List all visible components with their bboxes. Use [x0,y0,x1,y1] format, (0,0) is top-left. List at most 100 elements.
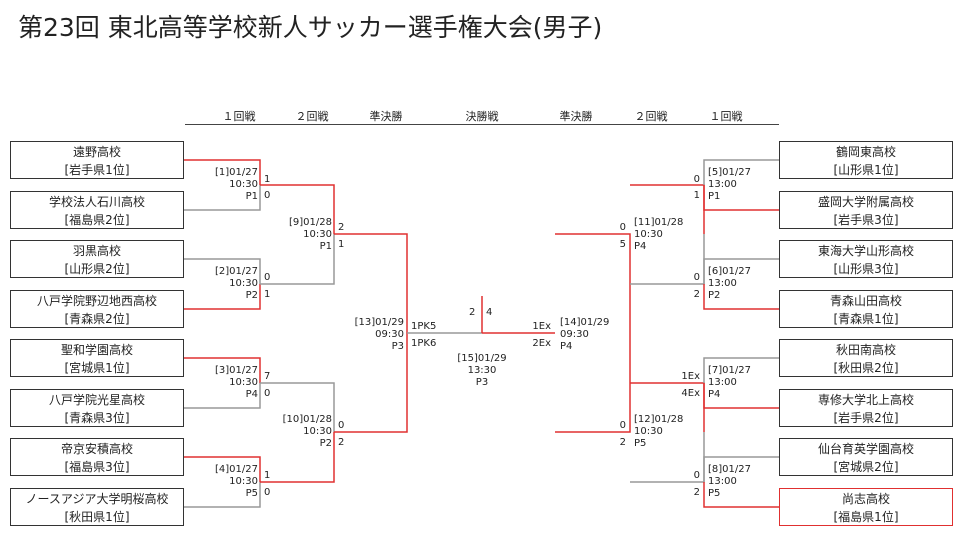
match-date: [7]01/27 [708,365,751,376]
team-name: 聖和学園高校 [60,343,133,357]
score: 0 [264,388,271,399]
bracket-line [555,233,631,333]
round-header-1-left: １回戦 [222,110,256,123]
match-time: 10:30 [229,476,258,487]
bracket-line [703,482,779,508]
team-box-right-4: 青森山田高校[青森県1位] [779,290,953,328]
match-date: [3]01/27 [215,365,258,376]
match-venue: P2 [708,290,721,301]
match-date: [6]01/27 [708,266,751,277]
bracket-line [555,333,631,433]
team-seed: [岩手県1位] [64,163,130,177]
team-name: 鶴岡東高校 [835,145,896,159]
team-seed: [秋田県1位] [64,510,130,524]
match-info: [15]01/29 13:30 P3 [452,353,512,389]
team-box-right-2: 盛岡大学附属高校 [岩手県3位] [779,191,953,229]
match-info: [5]01/27 13:00 P1 [708,167,751,203]
score: 2Ex [532,338,551,349]
team-seed: [秋田県2位] [833,361,899,375]
team-seed: [岩手県2位] [833,411,899,425]
score: 1PK6 [411,338,437,349]
match-venue: P5 [708,488,721,499]
match-time: 13:30 [467,365,497,376]
team-box-left-2: 学校法人石川高校 [福島県2位] [10,191,184,229]
match-venue: P2 [245,290,258,301]
team-name: 盛岡大学附属高校 [817,195,914,209]
round-header-semi-right: 準決勝 [559,110,593,123]
match-info: [3]01/27 10:30 P4 [196,365,258,401]
score: 2 [693,487,700,498]
team-seed: [青森県2位] [64,312,130,326]
team-name: 八戸学院野辺地西高校 [36,294,157,308]
score: 0 [264,487,271,498]
match-venue: P4 [245,389,258,400]
match-time: 10:30 [229,278,258,289]
bracket-line [703,185,779,211]
team-box-right-3: 東海大学山形高校[山形県3位] [779,240,953,278]
score: 2 [338,437,345,448]
team-box-left-7: 帝京安積高校[福島県3位] [10,438,184,476]
match-venue: P1 [245,191,258,202]
team-seed: [山形県2位] [64,262,130,276]
team-seed: [福島県1位] [833,510,899,524]
match-info: [1]01/27 10:30 P1 [196,167,258,203]
team-name: 学校法人石川高校 [48,195,145,209]
match-date: [2]01/27 [215,266,258,277]
team-name: ノースアジア大学明桜高校 [25,492,169,506]
round-header-2-right: ２回戦 [634,110,668,123]
team-name: 仙台育英学園高校 [817,442,914,456]
score: 0 [619,222,626,233]
match-time: 10:30 [229,377,258,388]
team-seed: [宮城県1位] [64,361,130,375]
score: 2 [469,307,476,318]
match-venue: P3 [391,341,404,352]
match-date: [5]01/27 [708,167,751,178]
team-seed: [福島県2位] [64,213,130,227]
team-name: 帝京安積高校 [60,442,133,456]
match-date: [12]01/28 [634,414,684,425]
team-seed: [宮城県2位] [833,460,899,474]
score: 2 [693,289,700,300]
bracket-line [703,357,779,383]
match-date: [4]01/27 [215,464,258,475]
score: 2 [338,222,345,233]
match-date: [1]01/27 [215,167,258,178]
bracket-line [260,382,335,432]
team-seed: [岩手県3位] [833,213,899,227]
score: 1 [264,289,271,300]
score: 1 [693,190,700,201]
match-venue: P3 [475,377,489,388]
team-seed: [青森県1位] [833,312,899,326]
match-time: 10:30 [634,229,663,240]
match-info: [6]01/27 13:00 P2 [708,266,751,302]
round-header-final: 決勝戦 [465,110,499,123]
bracket-line [703,284,779,310]
bracket-line [184,284,261,310]
bracket-line [703,383,779,409]
bracket-line [184,482,261,508]
match-info: [13]01/29 09:30 P3 [338,317,404,353]
match-date: [10]01/28 [282,414,332,425]
team-box-left-5: 聖和学園高校 [宮城県1位] [10,339,184,377]
team-box-right-7: 仙台育英学園高校 [宮城県2位] [779,438,953,476]
page-title: 第23回 東北高等学校新人サッカー選手権大会(男子) [18,13,603,42]
score: 1PK5 [411,321,437,332]
score: 0 [338,420,345,431]
score: 0 [264,272,271,283]
bracket-line [184,159,261,185]
match-venue: P2 [319,438,332,449]
score: 0 [693,470,700,481]
match-venue: P5 [634,438,647,449]
match-time: 10:30 [303,426,332,437]
match-time: 13:00 [708,179,737,190]
score: 0 [693,174,700,185]
match-info: [9]01/28 10:30 P1 [266,217,332,253]
match-info: [7]01/27 13:00 P4 [708,365,751,401]
match-time: 10:30 [229,179,258,190]
match-venue: P4 [634,241,647,252]
match-date: [15]01/29 [457,353,507,364]
score: 1 [338,239,345,250]
bracket-line [334,333,408,433]
bracket-line [260,432,335,483]
round-header-semi-left: 準決勝 [369,110,403,123]
